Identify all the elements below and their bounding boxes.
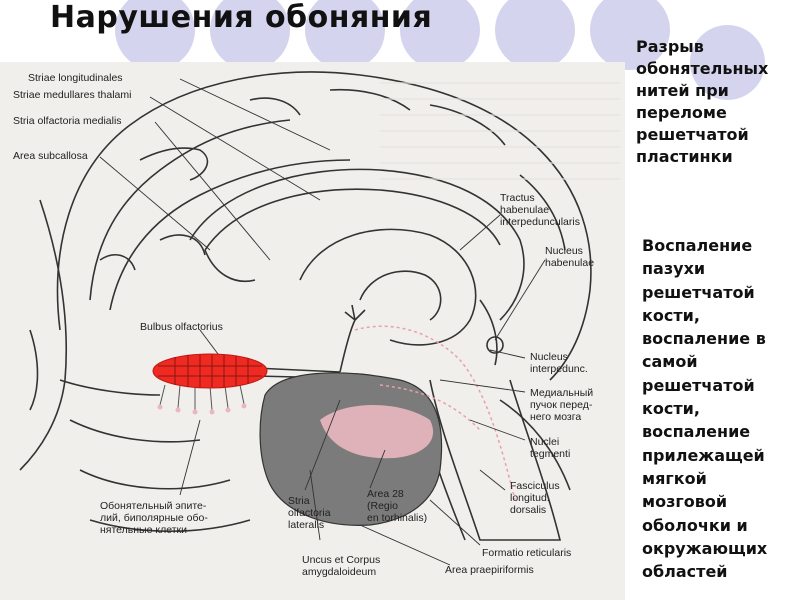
corpus-callosum xyxy=(189,168,525,321)
note-inflammation: Воспаление пазухи решетчатой кости, восп… xyxy=(642,236,768,582)
decorative-circle xyxy=(115,0,195,70)
entorhinal-shading xyxy=(320,405,434,459)
brain-sagittal-drawing xyxy=(19,71,592,566)
decorative-circle xyxy=(690,25,765,100)
label-fasciculus-longitudinalis: Fasciculus longitud. dorsalis xyxy=(510,480,560,516)
decorative-circle xyxy=(305,0,385,70)
label-uncus-amygdaloideum: Uncus et Corpus amygdaloideum xyxy=(302,554,381,578)
label-bulbus-olfactorius: Bulbus olfactorius xyxy=(140,321,223,333)
label-striae-longitudinales: Striae longitudinales xyxy=(28,72,123,84)
label-stria-olfactoria-lateralis: Stria olfactoria lateralis xyxy=(288,495,331,531)
label-stria-olfactoria-medialis: Stria olfactoria medialis xyxy=(13,115,122,127)
label-area-28: Area 28 (Regio en torhinalis) xyxy=(367,488,428,524)
note-ethmoid-fracture: Разрыв обонятельных нитей при переломе р… xyxy=(636,37,769,166)
label-area-praepiriformis: Area praepiriformis xyxy=(445,564,534,576)
label-nucleus-interpedunc: Nucleus interpedunc. xyxy=(530,351,588,375)
label-olfactory-epithelium: Обонятельный эпите- лий, биполярные обо-… xyxy=(100,500,208,536)
decorative-circle xyxy=(495,0,575,70)
label-formatio-reticularis: Formatio reticularis xyxy=(482,547,572,559)
decorative-circle xyxy=(400,0,480,70)
brain-diagram: Striae longitudinales Striae medullares … xyxy=(0,62,625,600)
label-nucleus-habenulae: Nucleus habenulae xyxy=(545,245,595,269)
olfactory-tract xyxy=(254,367,341,373)
brainstem-outline xyxy=(429,379,562,541)
decorative-circle xyxy=(590,0,670,70)
decorative-circle xyxy=(210,0,290,70)
label-striae-medullares: Striae medullares thalami xyxy=(13,89,132,101)
page-title: Нарушения обоняния xyxy=(50,0,433,35)
label-medial-forebrain-bundle: Медиальный пучок перед- него мозга xyxy=(530,387,594,423)
label-nuclei-tegmenti: Nuclei tegmenti xyxy=(530,436,571,460)
label-area-subcallosa: Area subcallosa xyxy=(13,150,88,162)
background-scan-texture xyxy=(380,70,620,180)
label-tractus-habenulae: Tractus habenulae interpeduncularis xyxy=(500,192,580,228)
